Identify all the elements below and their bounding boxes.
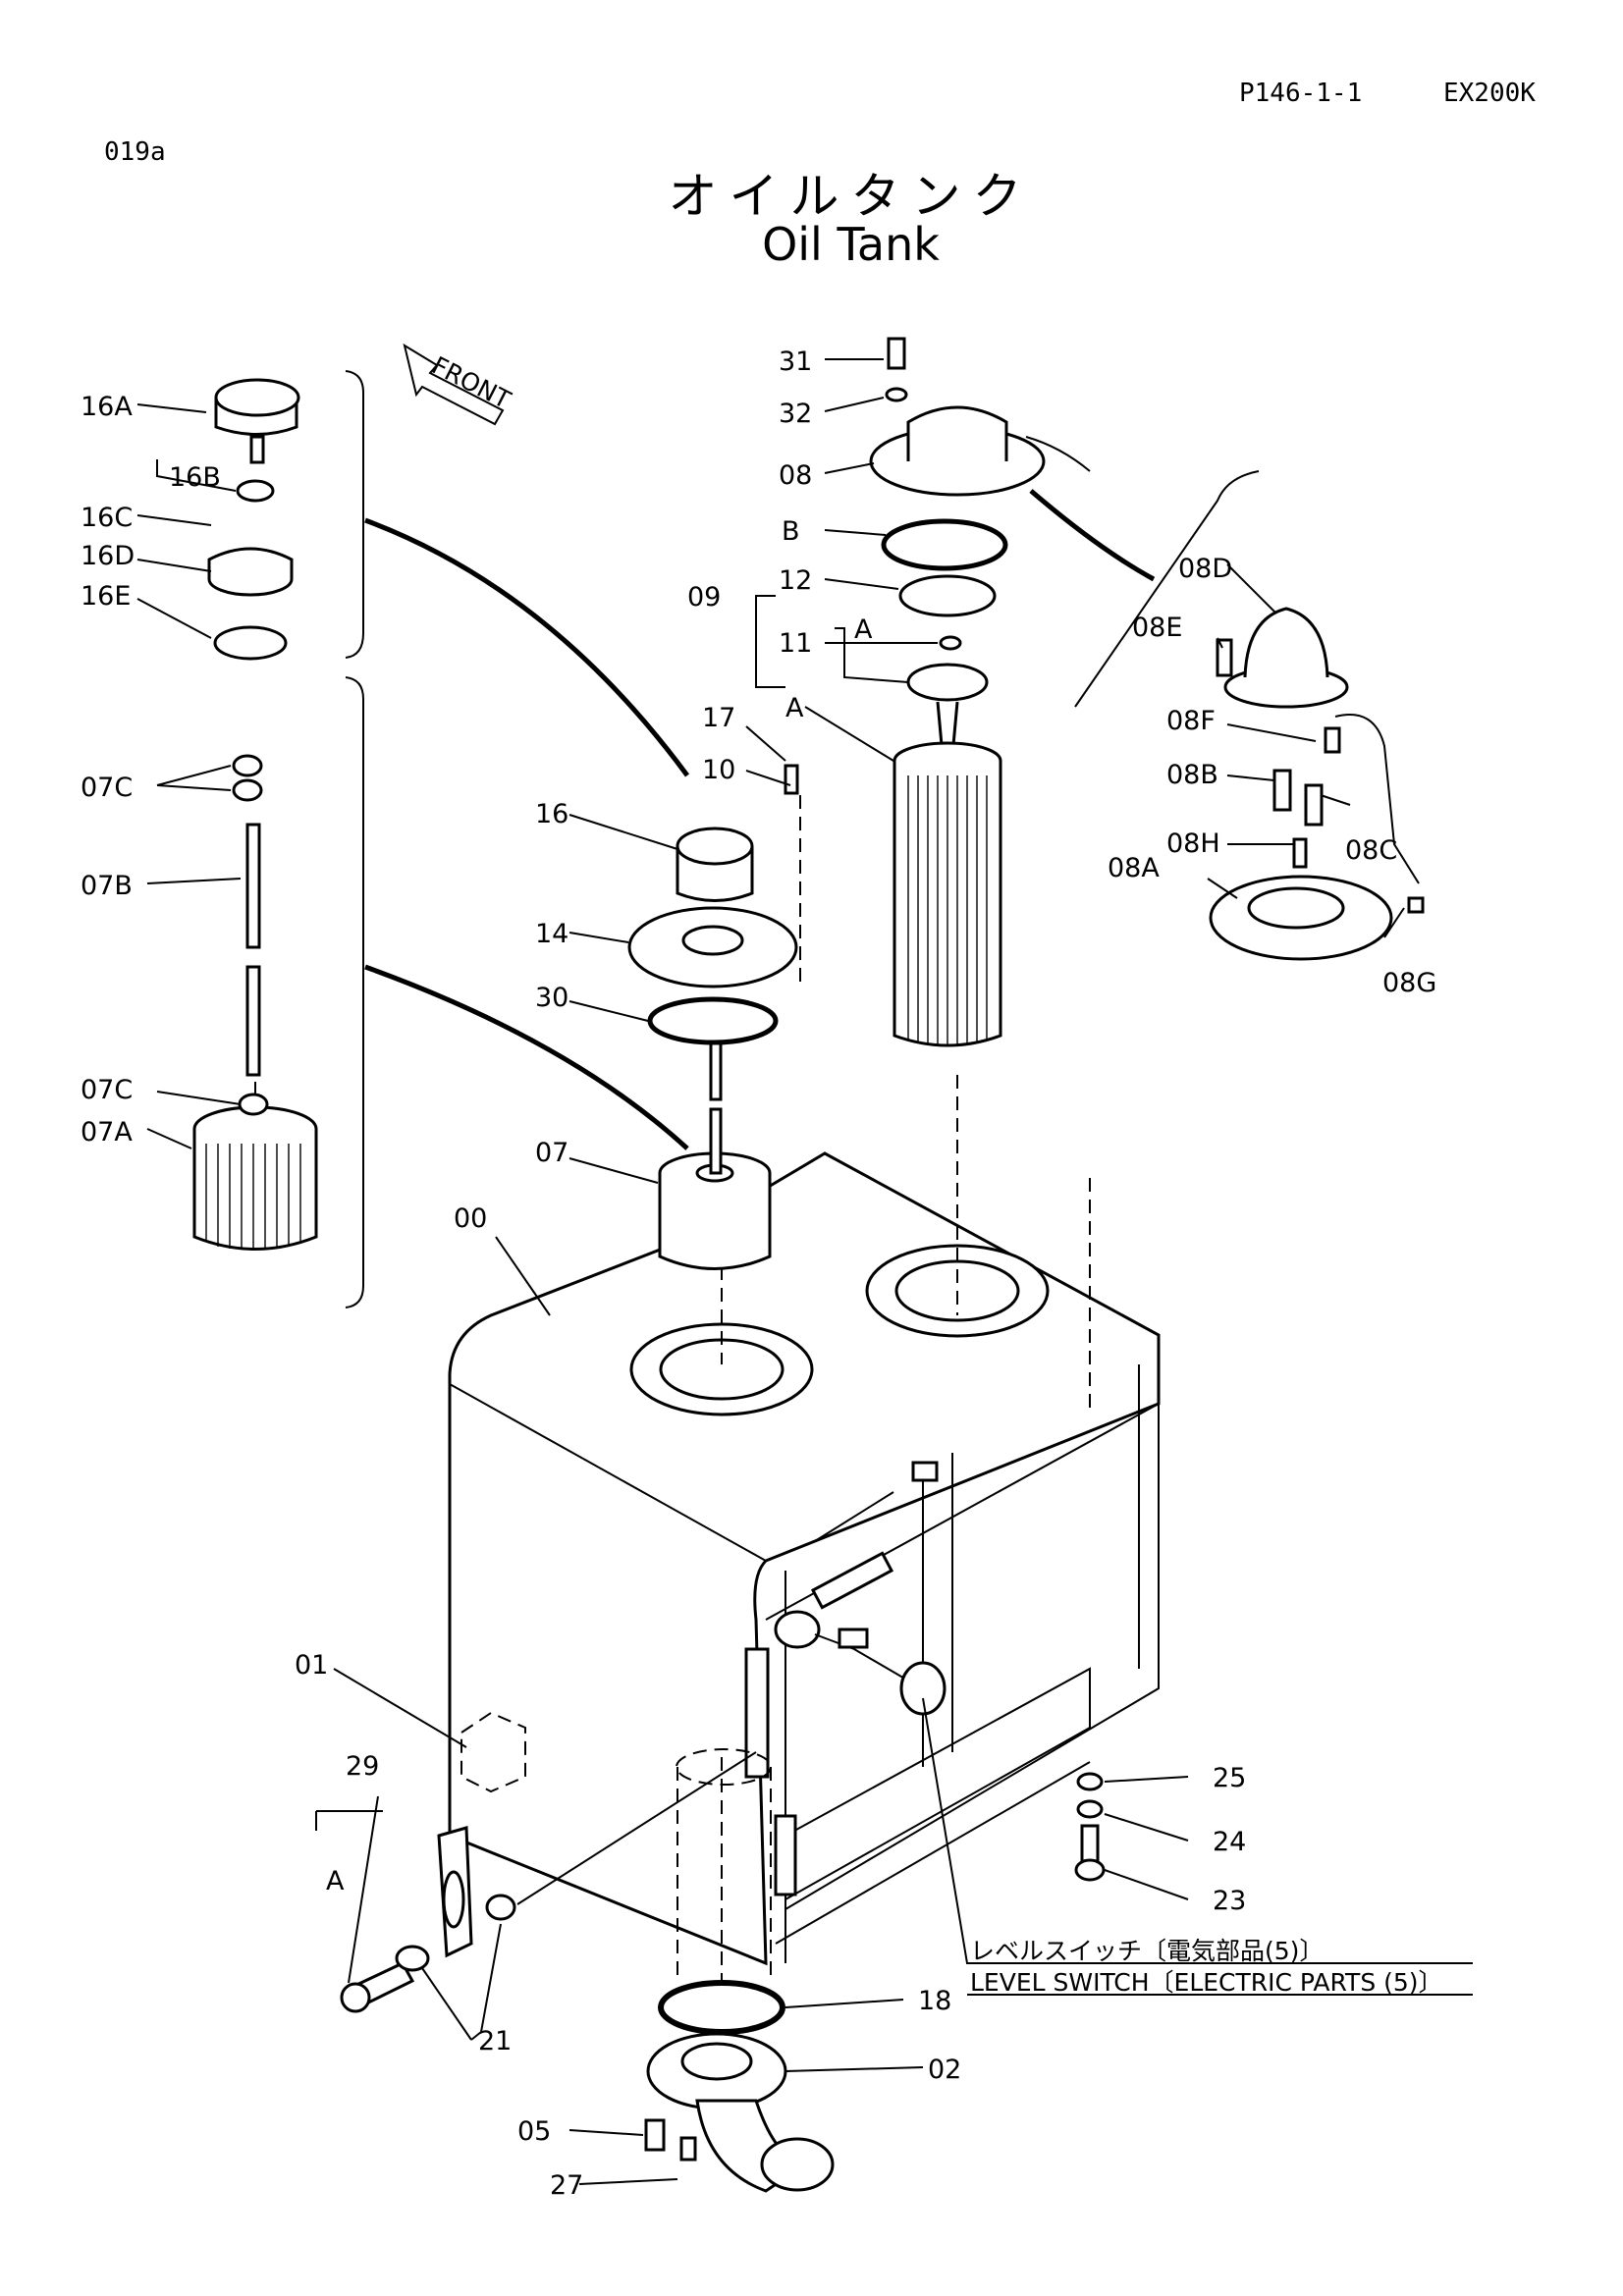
label-30: 30 (535, 983, 568, 1013)
label-09: 09 (687, 582, 721, 613)
label-B: B (782, 516, 800, 547)
label-10: 10 (702, 755, 735, 785)
leader-arc-upper (364, 517, 690, 777)
figure-id: 019a (104, 137, 166, 167)
label-A-1: A (854, 614, 873, 645)
label-08A: 08A (1108, 853, 1160, 883)
bracket-upper (345, 370, 364, 659)
label-14: 14 (535, 919, 568, 949)
label-07: 07 (535, 1138, 568, 1168)
label-08C: 08C (1345, 835, 1397, 866)
part-14-cover (627, 906, 798, 988)
label-18: 18 (918, 1986, 951, 2016)
part-12-spring (898, 574, 997, 617)
label-31: 31 (779, 347, 812, 377)
part-16D-body (207, 547, 294, 597)
part-08D-cap (1223, 607, 1349, 709)
part-07A-element (192, 1105, 318, 1251)
label-16A: 16A (81, 392, 133, 422)
label-08G: 08G (1382, 968, 1436, 998)
part-16A-cap (214, 378, 300, 436)
page-code: P146-1-1 (1239, 79, 1363, 108)
label-07B: 07B (81, 871, 133, 901)
label-11: 11 (779, 628, 812, 659)
label-16E: 16E (81, 581, 131, 612)
front-arrow-icon: FRONT (403, 343, 515, 426)
label-16: 16 (535, 799, 568, 829)
label-A-2: A (785, 693, 804, 723)
bracket-lower (345, 676, 364, 1308)
part-07-filter (658, 1019, 772, 1270)
label-23: 23 (1213, 1886, 1246, 1916)
part-18-oring (658, 1980, 785, 2035)
label-08H: 08H (1166, 828, 1220, 859)
part-A-element (893, 741, 1002, 1047)
note-level-switch-en: LEVEL SWITCH〔ELECTRIC PARTS (5)〕 (970, 1968, 1443, 1997)
label-05: 05 (517, 2116, 551, 2147)
label-08E: 08E (1132, 613, 1182, 643)
label-07C-top: 07C (81, 773, 133, 803)
label-08F: 08F (1166, 706, 1216, 736)
part-08A-base (1209, 875, 1393, 961)
label-29: 29 (346, 1751, 379, 1782)
bracket-08-detail (1074, 470, 1260, 708)
part-08-cover (869, 405, 1046, 497)
part-29-bracket (340, 1826, 516, 2013)
label-08B: 08B (1166, 760, 1218, 790)
leader-arc-lower (364, 964, 689, 1150)
label-01: 01 (295, 1650, 328, 1681)
part-02-elbow (646, 2032, 835, 2193)
label-16D: 16D (81, 541, 135, 571)
part-30-oring (647, 996, 779, 1045)
part-16-cap (676, 827, 754, 902)
label-07C-bottom: 07C (81, 1075, 133, 1105)
label-02: 02 (928, 2055, 961, 2085)
label-16C: 16C (81, 503, 133, 533)
part-16E-gasket (213, 625, 288, 661)
oil-tank-body (448, 1151, 1161, 1966)
leader-arc-08 (1029, 489, 1156, 582)
leader-lines (136, 358, 1405, 2185)
label-07A: 07A (81, 1117, 133, 1148)
label-00: 00 (454, 1203, 487, 1234)
label-21: 21 (478, 2026, 512, 2056)
label-08: 08 (779, 460, 812, 491)
label-17: 17 (702, 703, 735, 733)
label-25: 25 (1213, 1763, 1246, 1793)
label-27: 27 (550, 2170, 583, 2201)
label-24: 24 (1213, 1827, 1246, 1857)
part-B-oring (881, 518, 1008, 571)
label-12: 12 (779, 565, 812, 596)
label-32: 32 (779, 399, 812, 429)
note-level-switch-ja: レベルスイッチ〔電気部品(5)〕 (970, 1937, 1324, 1965)
title-japanese: オイルタンク (668, 168, 1034, 225)
level-switch (774, 1610, 947, 1716)
front-label: FRONT (427, 351, 515, 415)
model-code: EX200K (1443, 79, 1536, 108)
title-english: Oil Tank (762, 218, 940, 271)
label-08D: 08D (1178, 554, 1232, 584)
label-A-3: A (326, 1866, 345, 1896)
label-16B: 16B (169, 462, 221, 493)
